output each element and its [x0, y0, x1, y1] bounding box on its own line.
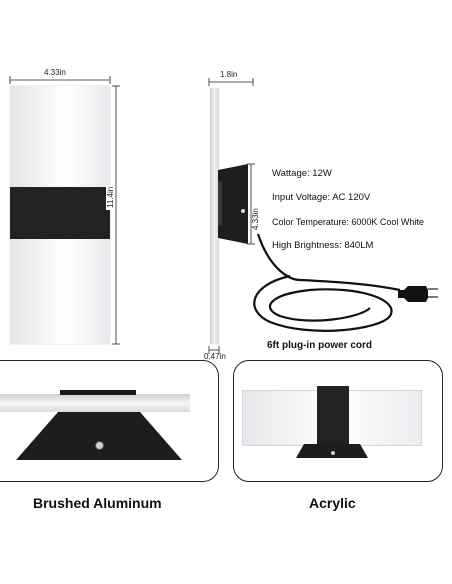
brushed-aluminum-panel — [0, 360, 219, 482]
side-view: 1.8in 4.33in 0.47in — [190, 60, 290, 370]
aluminum-closeup-screw-icon — [95, 441, 104, 450]
front-width-label: 4.33in — [42, 68, 68, 77]
side-thickness-dimension-line — [208, 346, 220, 354]
side-acrylic-edge — [210, 88, 219, 344]
side-depth-label: 1.8in — [219, 70, 239, 79]
acrylic-panel — [233, 360, 443, 482]
plug-icon — [398, 286, 438, 302]
caption-acrylic: Acrylic — [309, 495, 356, 511]
acrylic-closeup-screw-icon — [331, 451, 335, 455]
acrylic-closeup-band — [317, 386, 349, 444]
cord-caption: 6ft plug-in power cord — [267, 340, 372, 351]
side-mount-dimension-line — [247, 163, 255, 245]
side-thickness-label: 0.47in — [204, 352, 226, 361]
front-height-dimension-line — [112, 85, 120, 345]
spec-voltage: Input Voltage: AC 120V — [272, 192, 371, 203]
front-view: 4.33in 11.4in — [0, 0, 140, 360]
spec-color-temperature: Color Temperature: 6000K Cool White — [272, 217, 424, 227]
aluminum-closeup-acrylic — [0, 394, 190, 412]
front-width-dimension-line — [9, 76, 111, 84]
side-screw-icon — [241, 209, 245, 213]
spec-wattage: Wattage: 12W — [272, 168, 332, 179]
front-aluminum-band — [10, 187, 110, 239]
front-height-label: 11.4in — [106, 184, 115, 210]
aluminum-closeup-top-bar — [60, 390, 136, 395]
aluminum-closeup-base — [16, 412, 182, 460]
side-mount-height-label: 4.33in — [251, 208, 260, 230]
side-aluminum-body — [218, 164, 248, 244]
spec-brightness: High Brightness: 840LM — [272, 240, 374, 251]
side-depth-dimension-line — [208, 78, 254, 86]
caption-brushed-aluminum: Brushed Aluminum — [33, 495, 162, 511]
power-cord — [253, 233, 401, 332]
